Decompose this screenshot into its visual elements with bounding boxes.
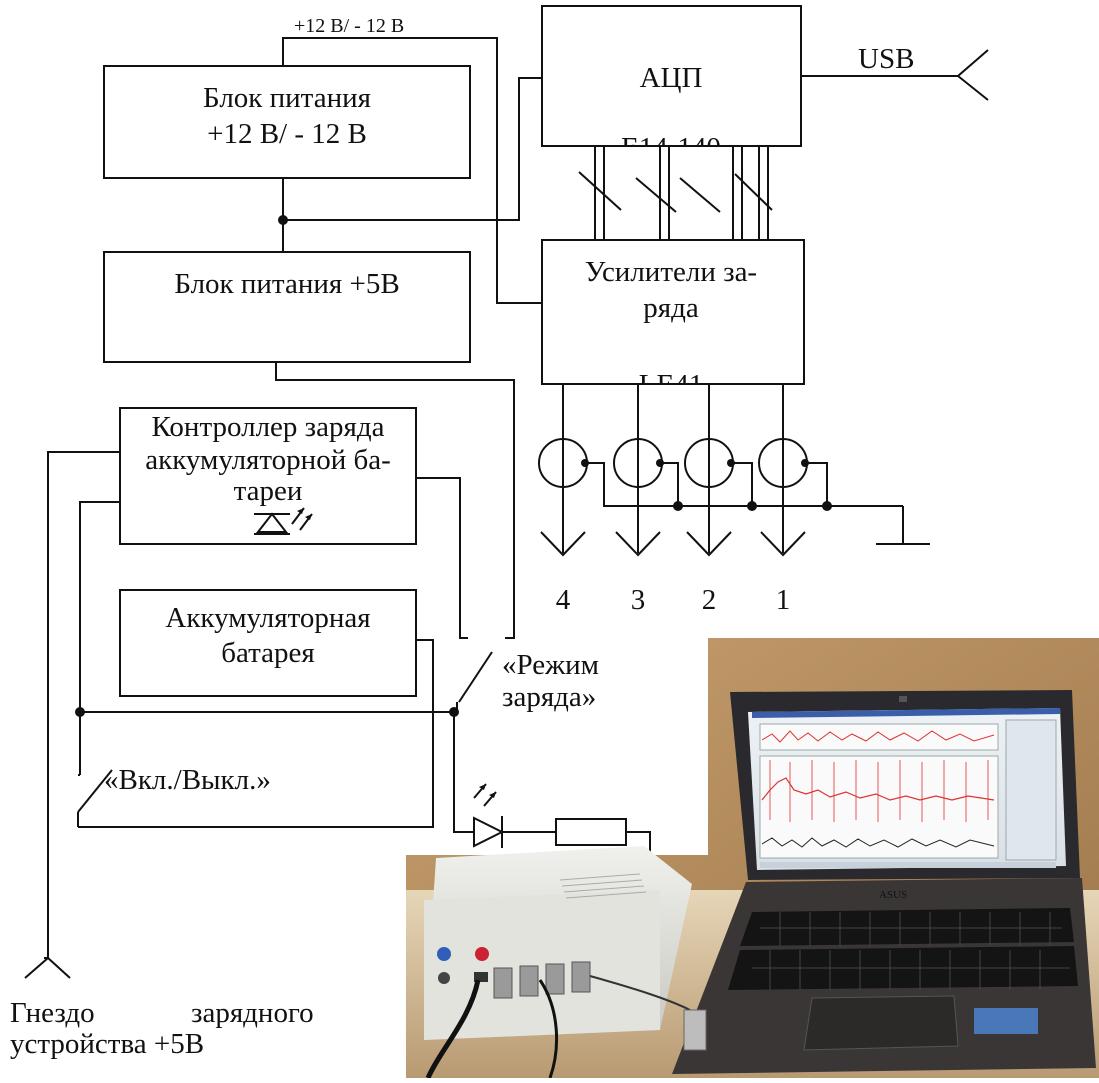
charge-amplifier-block <box>541 239 805 385</box>
wire-psu12-to-amplifier <box>282 37 542 304</box>
junction-bus-left <box>75 707 85 717</box>
status-led-icon <box>473 783 556 848</box>
charger-label-1: Контроллер заряда <box>152 411 385 443</box>
usb-connector-icon <box>956 49 989 101</box>
psu-5v-block <box>103 251 471 363</box>
socket-label-2: устройства +5В <box>10 1028 204 1060</box>
power-switch <box>77 769 113 827</box>
signal-bus <box>578 146 773 240</box>
battery-label-2: батарея <box>221 637 315 669</box>
ground-symbol <box>876 506 930 545</box>
socket-connector-icon <box>24 956 71 979</box>
channel-label-1: 1 <box>776 584 791 616</box>
psu-5v-label: Блок питания +5В <box>174 268 399 300</box>
wire-charger-to-switch <box>416 477 468 639</box>
amplifier-label-2: ряда <box>643 292 699 324</box>
wire-psu5-to-charge-switch <box>275 362 515 639</box>
amplifier-label-1: Усилители за- <box>585 256 757 288</box>
amplifier-model-label: LE41 <box>639 369 703 401</box>
adc-model-clipped: Е14-140 <box>621 132 721 164</box>
socket-label-1b: зарядного <box>191 997 314 1029</box>
amplifier-model-clipped: LE41 <box>639 369 703 401</box>
wire-psu-to-adc <box>283 77 542 221</box>
charge-mode-switch <box>458 651 493 703</box>
battery-block <box>119 589 417 697</box>
wire-charger-to-power-switch <box>79 501 120 775</box>
psu-12v-label-1: Блок питания <box>203 82 371 114</box>
charge-controller-block <box>119 407 417 545</box>
supply-label-top: +12 В/ - 12 В <box>294 15 404 37</box>
wire-socket-to-charger <box>47 451 120 958</box>
device-photo: ASUS <box>406 638 1099 1079</box>
wire-battery-to-power-switch <box>78 639 434 828</box>
channel-label-4: 4 <box>556 584 571 616</box>
adc-model-label: Е14-140 <box>621 132 721 164</box>
charger-label-3: тареи <box>234 475 303 507</box>
adc-label: АЦП <box>640 62 703 94</box>
battery-label-1: Аккумуляторная <box>165 602 370 634</box>
channel-label-3: 3 <box>631 584 646 616</box>
charger-label-2: аккумуляторной ба- <box>145 444 391 476</box>
charge-indicator-led-icon <box>254 507 313 535</box>
channel-label-2: 2 <box>702 584 717 616</box>
socket-label-1a: Гнездо <box>10 997 95 1029</box>
charge-switch-label-1: «Режим <box>502 649 599 681</box>
psu-12v-label-2: +12 В/ - 12 В <box>207 118 367 150</box>
usb-label: USB <box>858 43 914 75</box>
channel-connectors <box>538 384 930 557</box>
laptop-brand-label: ASUS <box>879 889 907 901</box>
accelerometer-sensor <box>683 1009 707 1051</box>
power-switch-label: «Вкл./Выкл.» <box>104 764 271 796</box>
resistor <box>555 818 627 846</box>
wire-led-branch <box>453 712 474 833</box>
psu-12v-block <box>103 65 471 179</box>
charge-switch-label-2: заряда» <box>502 681 596 713</box>
